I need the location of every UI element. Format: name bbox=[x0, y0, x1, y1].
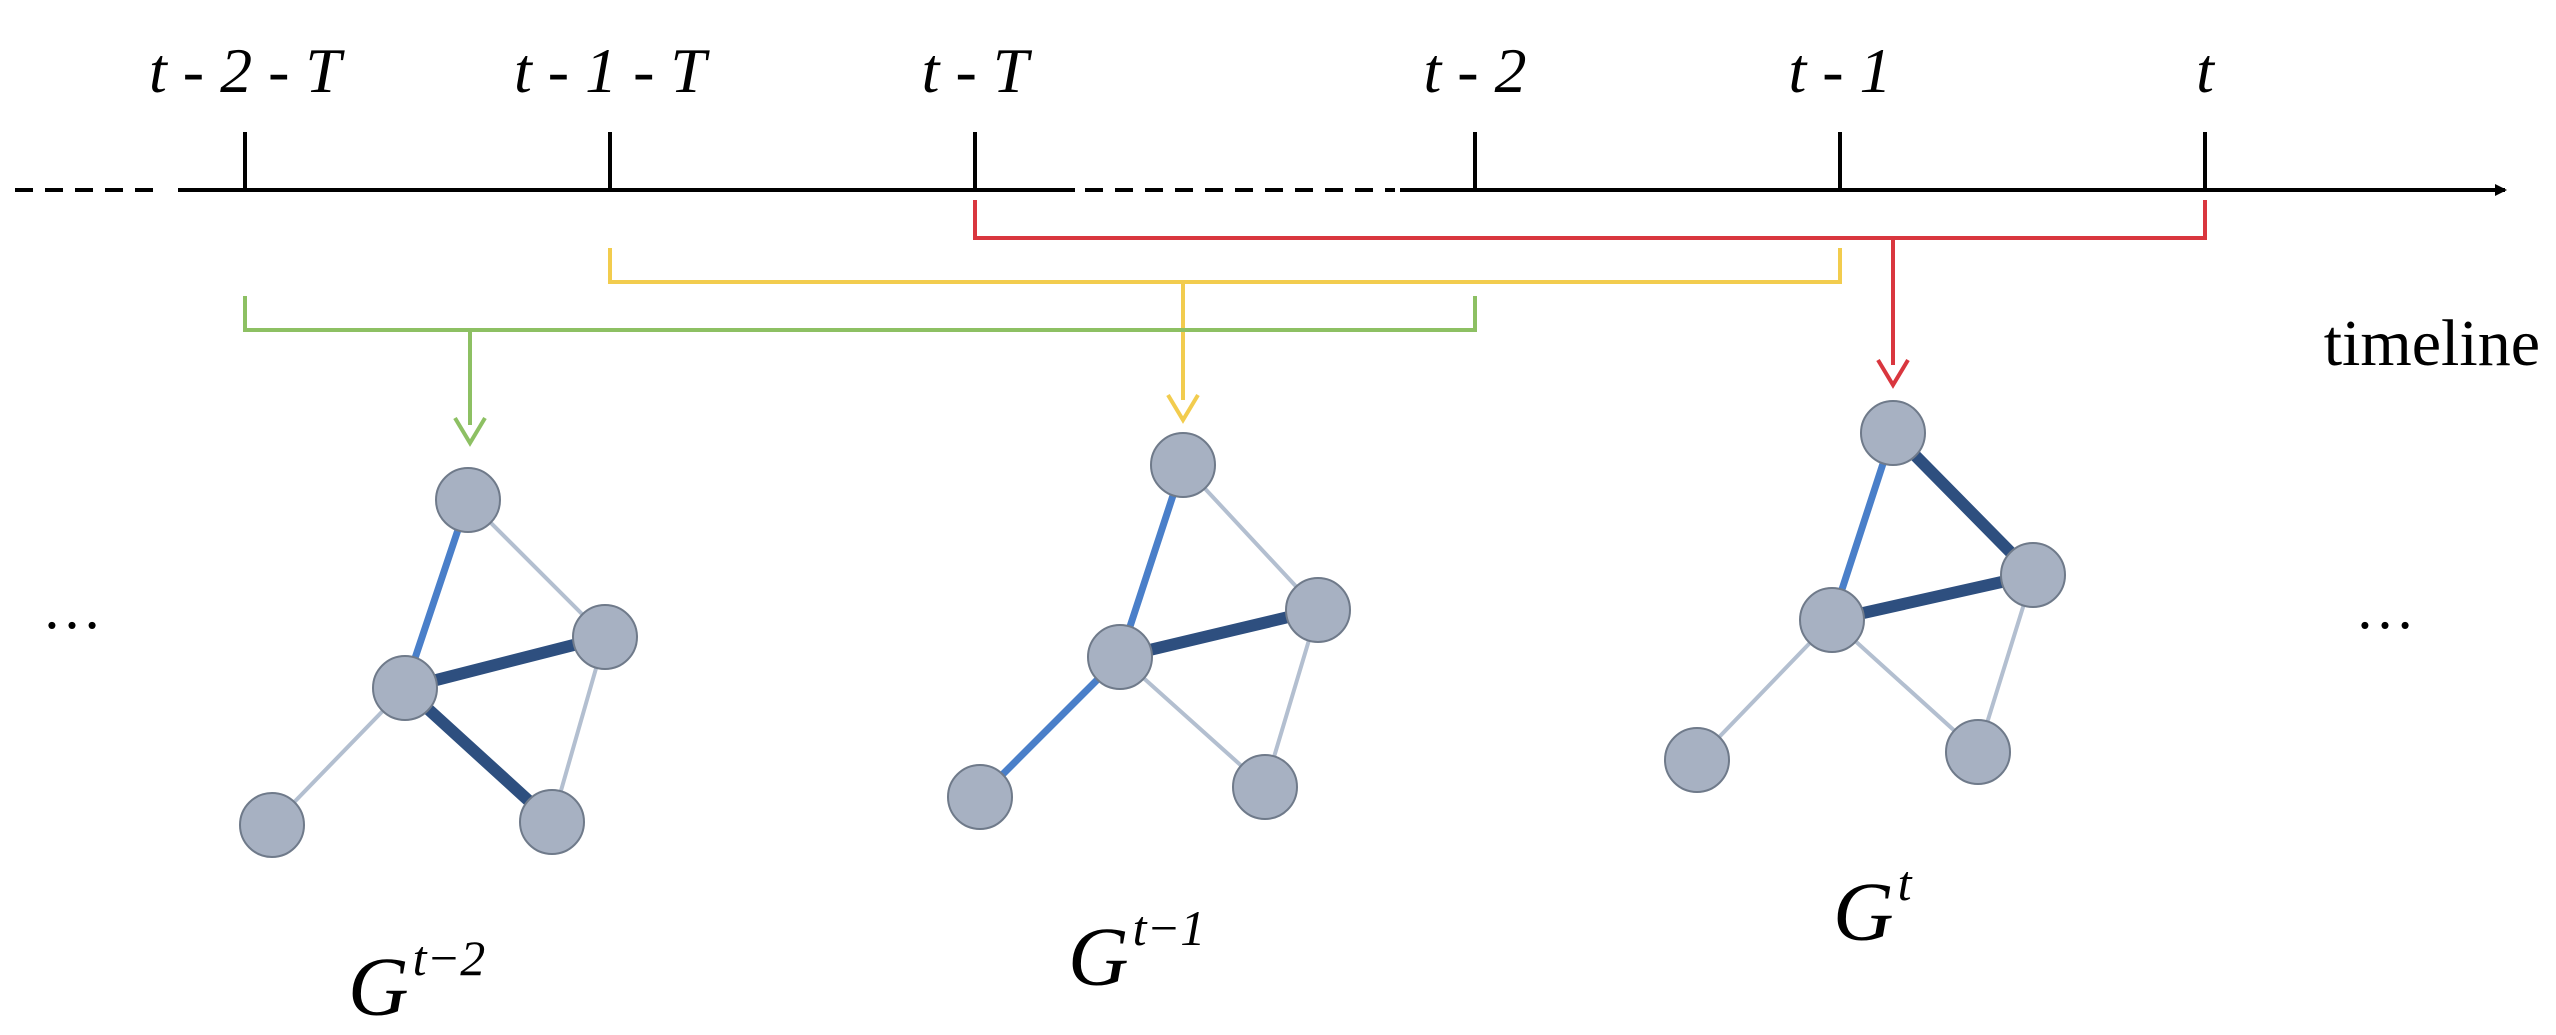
graph-edge bbox=[1114, 604, 1324, 663]
window-bracket-green bbox=[243, 296, 1477, 332]
graph-node bbox=[1945, 719, 2011, 785]
graph-edge bbox=[1826, 569, 2039, 626]
graph-node bbox=[1232, 754, 1298, 820]
graph-edge bbox=[399, 631, 611, 694]
tick-label: t - 2 bbox=[1423, 35, 1526, 106]
graph-node bbox=[1285, 577, 1351, 643]
ellipsis-right: … bbox=[2355, 575, 2415, 641]
graph-label: Gt bbox=[1833, 855, 1913, 959]
tick-label: t - T bbox=[922, 35, 1033, 106]
arrowhead-green bbox=[453, 416, 487, 447]
arrowhead-red bbox=[1876, 358, 1910, 389]
tick-label: t - 1 bbox=[1788, 35, 1891, 106]
graph-label: Gt−2 bbox=[348, 930, 485, 1034]
ellipsis-left: … bbox=[42, 575, 102, 641]
graph-edge bbox=[1181, 463, 1320, 612]
arrowhead-yellow bbox=[1166, 393, 1200, 424]
window-t-minus-1 bbox=[608, 248, 1842, 424]
window-t bbox=[973, 200, 2207, 389]
timeline-axis: t - 2 - T t - 1 - T t - T t - 2 t - 1 t … bbox=[15, 35, 2540, 380]
graph-edge bbox=[401, 496, 472, 692]
tick-label: t - 2 - T bbox=[149, 35, 345, 106]
graph-node bbox=[372, 655, 438, 721]
graph-edge bbox=[1116, 461, 1187, 661]
graph-node bbox=[1860, 400, 1926, 466]
window-t-minus-2 bbox=[243, 296, 1477, 447]
graph-t-minus-2: Gt−2 bbox=[239, 467, 638, 1034]
graph-label: Gt−1 bbox=[1068, 900, 1205, 1004]
graph-node bbox=[1150, 432, 1216, 498]
graph-node bbox=[1664, 727, 1730, 793]
graph-node bbox=[1087, 624, 1153, 690]
graph-node bbox=[519, 789, 585, 855]
graph-node bbox=[1799, 587, 1865, 653]
graph-node bbox=[435, 467, 501, 533]
window-bracket-yellow bbox=[608, 248, 1842, 284]
graph-t-minus-1: Gt−1 bbox=[947, 432, 1351, 1004]
graph-edge bbox=[1887, 427, 2039, 581]
tick-label: t bbox=[2196, 35, 2216, 106]
graph-node bbox=[239, 792, 305, 858]
graph-node bbox=[2000, 542, 2066, 608]
graph-edge bbox=[399, 682, 558, 828]
graph-t: Gt bbox=[1664, 400, 2066, 959]
tick-label: t - 1 - T bbox=[514, 35, 710, 106]
axis-label: timeline bbox=[2324, 307, 2540, 380]
graph-node bbox=[572, 604, 638, 670]
graph-node bbox=[947, 764, 1013, 830]
window-bracket-red bbox=[973, 200, 2207, 240]
